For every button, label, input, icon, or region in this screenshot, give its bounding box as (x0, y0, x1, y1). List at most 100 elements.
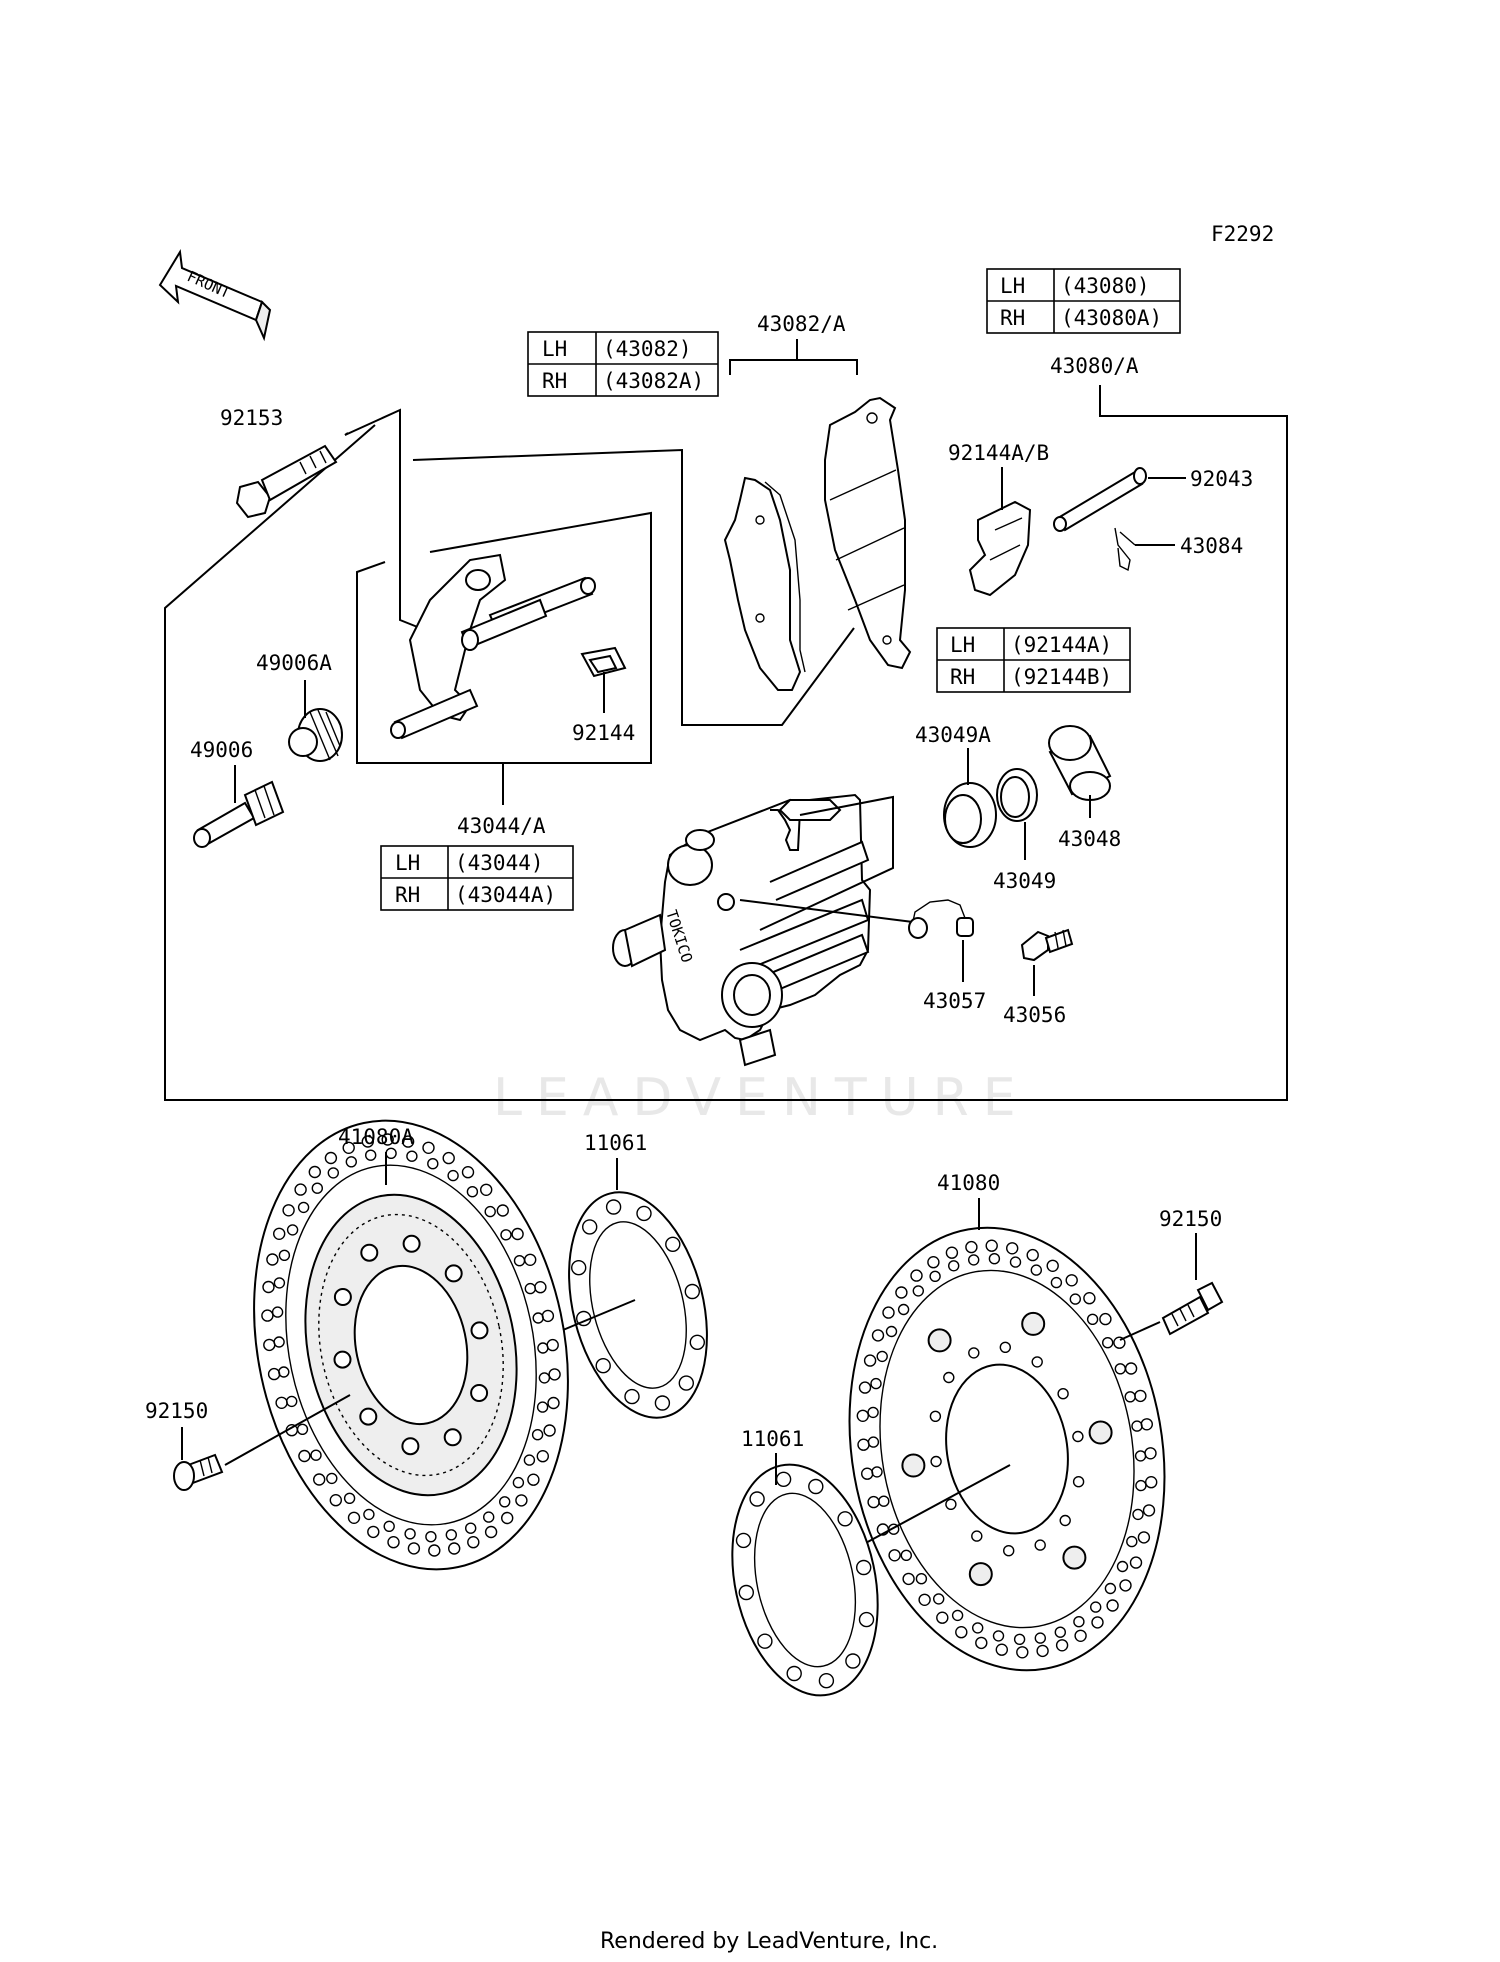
disc-hole (444, 1264, 463, 1283)
disc-hole (401, 1437, 420, 1456)
disc-hole (536, 1449, 549, 1463)
disc-hole (1088, 1420, 1113, 1445)
disc-hole (401, 1135, 415, 1148)
disc-hole (968, 1347, 980, 1359)
label-41080: 41080 (937, 1171, 1000, 1195)
disc-hole (1113, 1336, 1126, 1349)
disc-hole (1016, 1646, 1029, 1659)
brake-pad-left (723, 476, 806, 691)
disc-hole (1055, 1639, 1069, 1652)
disc-hole (945, 1246, 959, 1259)
disc-hole (867, 1436, 880, 1448)
disc-hole (818, 1672, 835, 1689)
disc-hole (402, 1234, 421, 1253)
disc-hole (548, 1368, 561, 1381)
disc-hole (901, 1453, 926, 1478)
svg-text:RH: RH (542, 369, 567, 393)
svg-text:LH: LH (395, 851, 420, 875)
disc-hole (445, 1529, 457, 1541)
disc-hole (496, 1204, 509, 1217)
disc-hole (1069, 1293, 1082, 1305)
disc-hole (968, 1562, 993, 1587)
disc-hole (965, 1240, 978, 1254)
svg-text:RH: RH (395, 883, 420, 907)
disc-hole (929, 1270, 941, 1283)
disc-hole (547, 1396, 560, 1410)
disc-hole (1104, 1582, 1117, 1595)
disc-hole (261, 1309, 274, 1322)
bolt-92150-left (173, 1453, 224, 1491)
disc-hole (467, 1535, 480, 1549)
disc-hole (882, 1306, 895, 1319)
disc-hole (442, 1151, 455, 1165)
disc-hole (1091, 1616, 1104, 1629)
disc-hole (738, 1584, 754, 1601)
disc-hole (470, 1384, 489, 1402)
table-43082: LH (43082) RH (43082A) (527, 331, 719, 397)
label-11061-top: 11061 (584, 1131, 647, 1155)
bleeder-43056 (1020, 928, 1074, 962)
disc-hole (858, 1381, 872, 1394)
disc-hole (1006, 1242, 1019, 1255)
disc-hole (636, 1205, 652, 1222)
disc-hole (273, 1277, 286, 1289)
disc-hole (927, 1255, 940, 1269)
disc-hole (266, 1253, 279, 1266)
disc-hole (443, 1428, 462, 1447)
disc-hole (425, 1530, 437, 1543)
disc-hole (381, 1133, 394, 1146)
disc-hole (871, 1329, 885, 1342)
disc-hole (333, 1288, 352, 1306)
label-41080A: 41080A (338, 1125, 414, 1149)
disc-hole (1050, 1276, 1063, 1289)
label-43082A: 43082/A (757, 312, 846, 336)
dust-seal-43049A (943, 782, 997, 848)
disc-hole (360, 1243, 379, 1262)
disc-hole (480, 1183, 493, 1197)
disc-hole (1021, 1311, 1046, 1336)
disc-hole (286, 1395, 298, 1408)
disc-hole (532, 1312, 544, 1324)
disc-hole (407, 1542, 421, 1555)
disc-hole (878, 1495, 890, 1507)
disc-hole (856, 1559, 872, 1576)
disc-hole (975, 1636, 988, 1650)
disc-hole (1134, 1450, 1147, 1462)
gasket-11061-bottom (731, 1463, 879, 1697)
disc-hole (466, 1185, 479, 1198)
disc-hole (985, 1239, 998, 1252)
disc-hole (933, 1593, 945, 1605)
disc-hole (1009, 1256, 1022, 1268)
disc-hole (1072, 1430, 1084, 1443)
disc-hole (461, 1165, 475, 1179)
disc-hole (749, 1491, 765, 1507)
disc-hole (536, 1401, 549, 1413)
piston-seal-43049 (996, 768, 1038, 822)
disc-hole (1026, 1248, 1039, 1262)
brake-pad-right (824, 396, 912, 670)
disc-hole (918, 1593, 931, 1607)
disc-hole (1142, 1504, 1156, 1517)
label-49006A: 49006A (256, 651, 332, 675)
figure-code: F2292 (1211, 222, 1274, 246)
disc-hole (531, 1428, 544, 1441)
disc-hole (654, 1395, 671, 1411)
table-92144: LH (92144A) RH (92144B) (936, 627, 1131, 693)
label-92153: 92153 (220, 406, 283, 430)
disc-hole (1072, 1475, 1085, 1488)
disc-hole (343, 1492, 356, 1505)
disc-hole (1144, 1475, 1158, 1489)
disc-hole (262, 1280, 275, 1294)
disc-hole (367, 1525, 380, 1539)
disc-hole (1073, 1615, 1085, 1628)
disc-hole (470, 1321, 489, 1340)
disc-hole (943, 1371, 955, 1384)
disc-hole (448, 1542, 461, 1555)
disc-hole (484, 1205, 496, 1218)
disc-hole (513, 1254, 526, 1267)
disc-hole (972, 1622, 984, 1634)
disc-hole (406, 1150, 418, 1162)
disc-hole (1003, 1544, 1015, 1557)
disc-hole (500, 1229, 512, 1241)
disc-hole (1137, 1531, 1151, 1544)
